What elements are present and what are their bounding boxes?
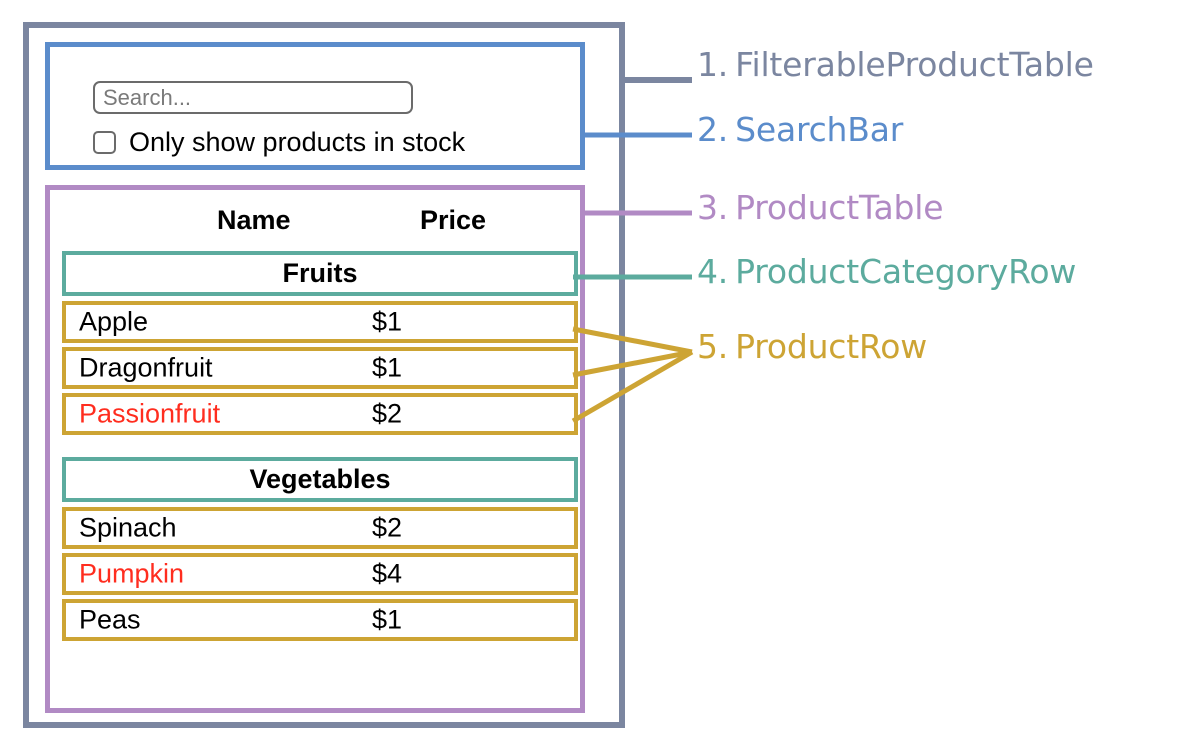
legend-number-5: 5. [697,327,729,366]
legend-label-5: ProductRow [735,327,928,366]
product-row: Dragonfruit $1 [62,347,578,389]
search-bar-frame: Only show products in stock [45,42,585,170]
legend-label-4: ProductCategoryRow [735,252,1077,291]
legend-item-product-row: 5.ProductRow [697,329,927,365]
product-table-header-row: Name Price [50,198,580,242]
product-name: Passionfruit [79,398,221,429]
product-row: Peas $1 [62,599,578,641]
legend-item-product-category-row: 4.ProductCategoryRow [697,254,1076,290]
in-stock-checkbox-label: Only show products in stock [129,127,466,157]
product-row: Spinach $2 [62,507,578,549]
legend-label-1: FilterableProductTable [735,45,1094,84]
legend-item-filterable-product-table: 1.FilterableProductTable [697,47,1094,83]
column-header-price: Price [420,204,487,235]
legend-number-1: 1. [697,45,729,84]
search-input[interactable] [93,81,413,114]
column-header-name: Name [217,204,291,235]
product-name: Peas [79,604,141,635]
legend-number-3: 3. [697,188,729,227]
product-category-row: Fruits [62,251,578,296]
product-price: $2 [372,512,403,543]
legend-number-4: 4. [697,252,729,291]
product-price: $1 [372,604,403,635]
group-spacer [62,439,578,457]
legend: 1.FilterableProductTable 2.SearchBar 3.P… [697,0,1200,744]
legend-label-3: ProductTable [735,188,944,227]
product-price: $1 [372,352,403,383]
product-name: Apple [79,306,149,337]
product-category-name: Vegetables [249,464,391,494]
product-price: $2 [372,398,403,429]
legend-label-2: SearchBar [735,110,904,149]
product-row: Apple $1 [62,301,578,343]
legend-item-product-table: 3.ProductTable [697,188,944,227]
legend-number-2: 2. [697,110,729,149]
product-row: Pumpkin $4 [62,553,578,595]
product-name: Spinach [79,512,177,543]
product-price: $4 [372,558,403,589]
product-price: $1 [372,306,403,337]
product-category-row: Vegetables [62,457,578,502]
product-name: Dragonfruit [79,352,213,383]
product-name: Pumpkin [79,558,185,589]
in-stock-filter-row[interactable]: Only show products in stock [93,127,465,157]
product-category-name: Fruits [282,258,358,288]
legend-item-search-bar: 2.SearchBar [697,112,903,148]
product-row: Passionfruit $2 [62,393,578,435]
in-stock-checkbox[interactable] [93,130,116,154]
